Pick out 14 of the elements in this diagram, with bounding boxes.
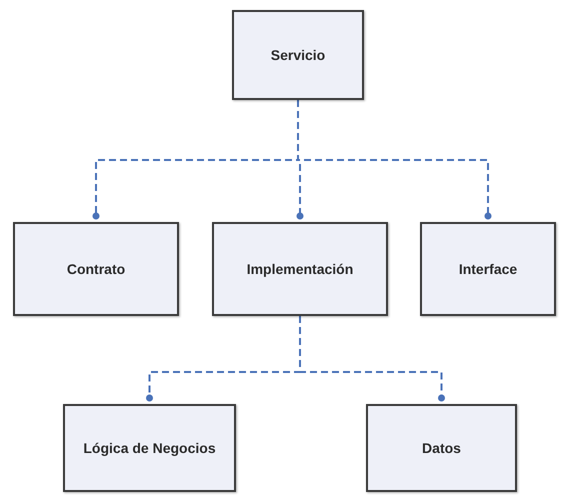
connector [297, 100, 492, 220]
box-label: Datos [422, 438, 461, 458]
component-box [232, 10, 364, 100]
connector [299, 316, 445, 402]
component-box [63, 404, 236, 492]
box-label: Contrato [66, 260, 126, 278]
box-label: Lógica de Negocios [83, 438, 216, 458]
box-label: Implementación [246, 260, 354, 278]
component-box [420, 222, 556, 316]
component-box [13, 222, 179, 316]
box-label: Servicio [270, 46, 326, 64]
component-box [212, 222, 388, 316]
box-label: Interface [458, 260, 518, 278]
component-box [366, 404, 517, 492]
